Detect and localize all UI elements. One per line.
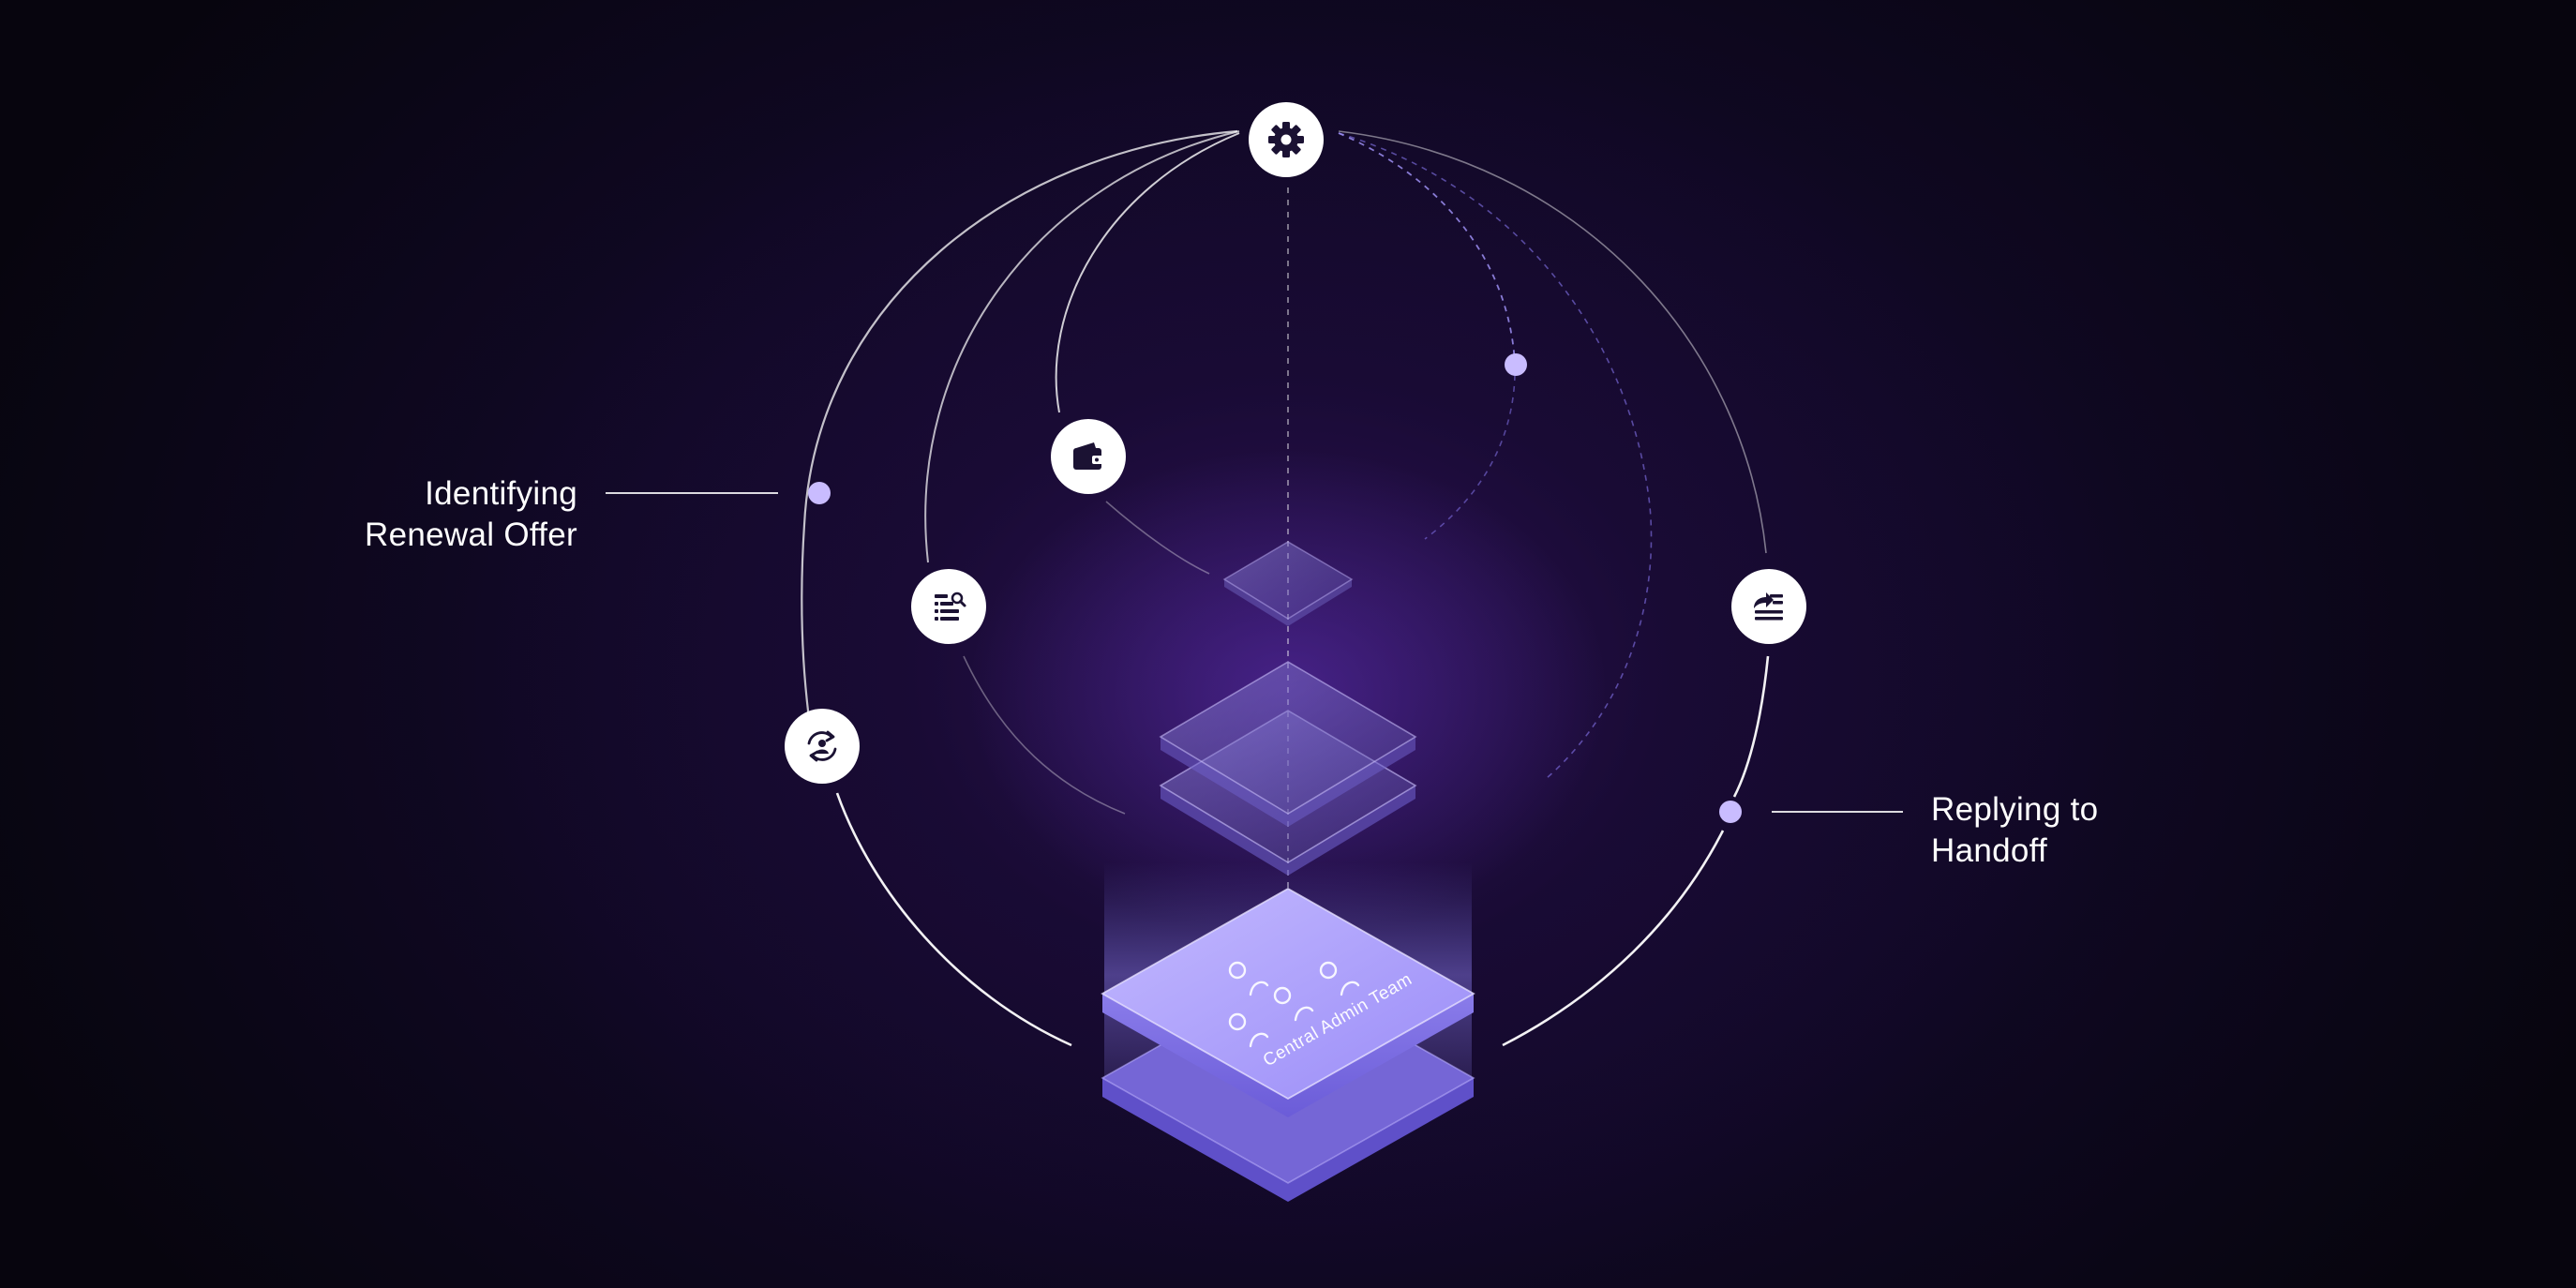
share-list-node[interactable]	[1731, 569, 1806, 644]
users-icon	[1228, 961, 1360, 1048]
layer-top-tile	[1222, 541, 1354, 626]
orbit-right-lower	[1502, 830, 1725, 1047]
label-identifying-renewal-offer: Identifying Renewal Offer	[365, 473, 577, 556]
share-list-icon	[1754, 592, 1783, 621]
orbit-right-outer	[1338, 130, 1767, 554]
user-sync-node[interactable]	[785, 709, 860, 784]
wallet-node[interactable]	[1051, 419, 1126, 494]
orbit-left-lower	[835, 792, 1072, 1047]
layer-middle-upper	[1159, 661, 1417, 827]
orbit-right-dashed-outer	[1338, 132, 1653, 779]
label-left-line1: Identifying	[425, 475, 577, 512]
orbit-left-outer	[801, 129, 1238, 741]
orbit-left-inner	[924, 130, 1240, 563]
orbit-right-dashed-inner-lower	[1424, 374, 1516, 540]
label-left-line2: Renewal Offer	[365, 517, 577, 553]
gear-icon	[1268, 122, 1304, 157]
dot-left	[808, 482, 831, 504]
orbit-list-lower	[963, 655, 1126, 815]
user-sync-icon	[807, 730, 837, 762]
orbit-right-mid	[1732, 655, 1770, 798]
dot-upper-right	[1505, 353, 1527, 376]
wallet-icon	[1073, 442, 1103, 470]
gear-node[interactable]	[1249, 102, 1324, 177]
label-right-line1: Replying to	[1931, 791, 2099, 828]
layer-base-upper	[1101, 887, 1475, 1117]
list-search-node[interactable]	[911, 569, 986, 644]
list-search-icon	[935, 592, 966, 621]
dot-right	[1719, 801, 1742, 823]
orbit-right-dashed-inner	[1338, 132, 1516, 365]
orbit-wallet-arc	[1055, 132, 1240, 413]
orbit-wallet-lower	[1105, 501, 1210, 575]
label-right-line2: Handoff	[1931, 832, 2048, 869]
label-replying-to-handoff: Replying to Handoff	[1931, 789, 2098, 872]
